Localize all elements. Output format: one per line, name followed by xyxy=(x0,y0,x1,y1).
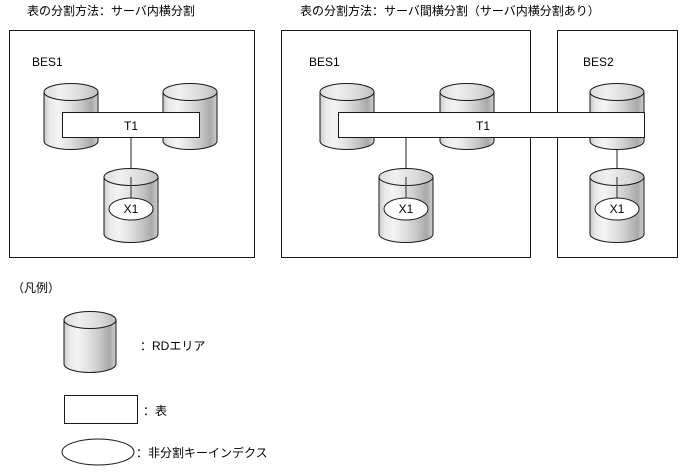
table-box-right: T1 xyxy=(338,112,645,138)
index-rdarea-cylinder-left: X1 xyxy=(103,168,159,243)
table-box-left: T1 xyxy=(62,112,200,138)
legend-cylinder-icon xyxy=(63,311,117,373)
server-box-bes1-right xyxy=(281,30,531,258)
index-ellipse-left xyxy=(108,197,154,221)
index-rdarea-cylinder-bes2: X1 xyxy=(589,168,645,243)
diagram-right: 表の分割方法：サーバ間横分割（サーバ内横分割あり） BES1 BES2 T1 xyxy=(281,3,678,258)
server-label-bes1-left: BES1 xyxy=(32,55,63,69)
index-ellipse-right-bes1 xyxy=(383,197,429,221)
server-label-bes1-right: BES1 xyxy=(309,55,340,69)
diagram-right-title: 表の分割方法：サーバ間横分割（サーバ内横分割あり） xyxy=(300,3,600,18)
table-label-left: T1 xyxy=(124,119,138,133)
index-rdarea-cylinder-right-bes1: X1 xyxy=(378,168,434,243)
table-label-right: T1 xyxy=(476,119,490,133)
legend-label-rdarea: ：RDエリア xyxy=(140,339,205,353)
diagram-left-title: 表の分割方法：サーバ内横分割 xyxy=(27,3,195,18)
index-label-right-bes1: X1 xyxy=(399,202,414,216)
legend: （凡例） ：RDエリア ：表 ：非分割キーインデクス xyxy=(12,281,268,466)
legend-heading: （凡例） xyxy=(12,281,60,295)
server-box-bes1-left xyxy=(9,30,255,258)
legend-label-table: ：表 xyxy=(143,404,167,418)
legend-label-index: ：非分割キーインデクス xyxy=(136,445,268,460)
legend-ellipse-icon xyxy=(61,438,135,466)
server-label-bes2: BES2 xyxy=(583,55,614,69)
index-ellipse-bes2 xyxy=(594,197,640,221)
diagram-left: 表の分割方法：サーバ内横分割 BES1 T1 X1 xyxy=(9,3,255,258)
server-box-bes2 xyxy=(557,30,678,258)
legend-rectangle-icon xyxy=(64,395,138,424)
index-label-left: X1 xyxy=(124,202,139,216)
index-label-bes2: X1 xyxy=(610,202,625,216)
